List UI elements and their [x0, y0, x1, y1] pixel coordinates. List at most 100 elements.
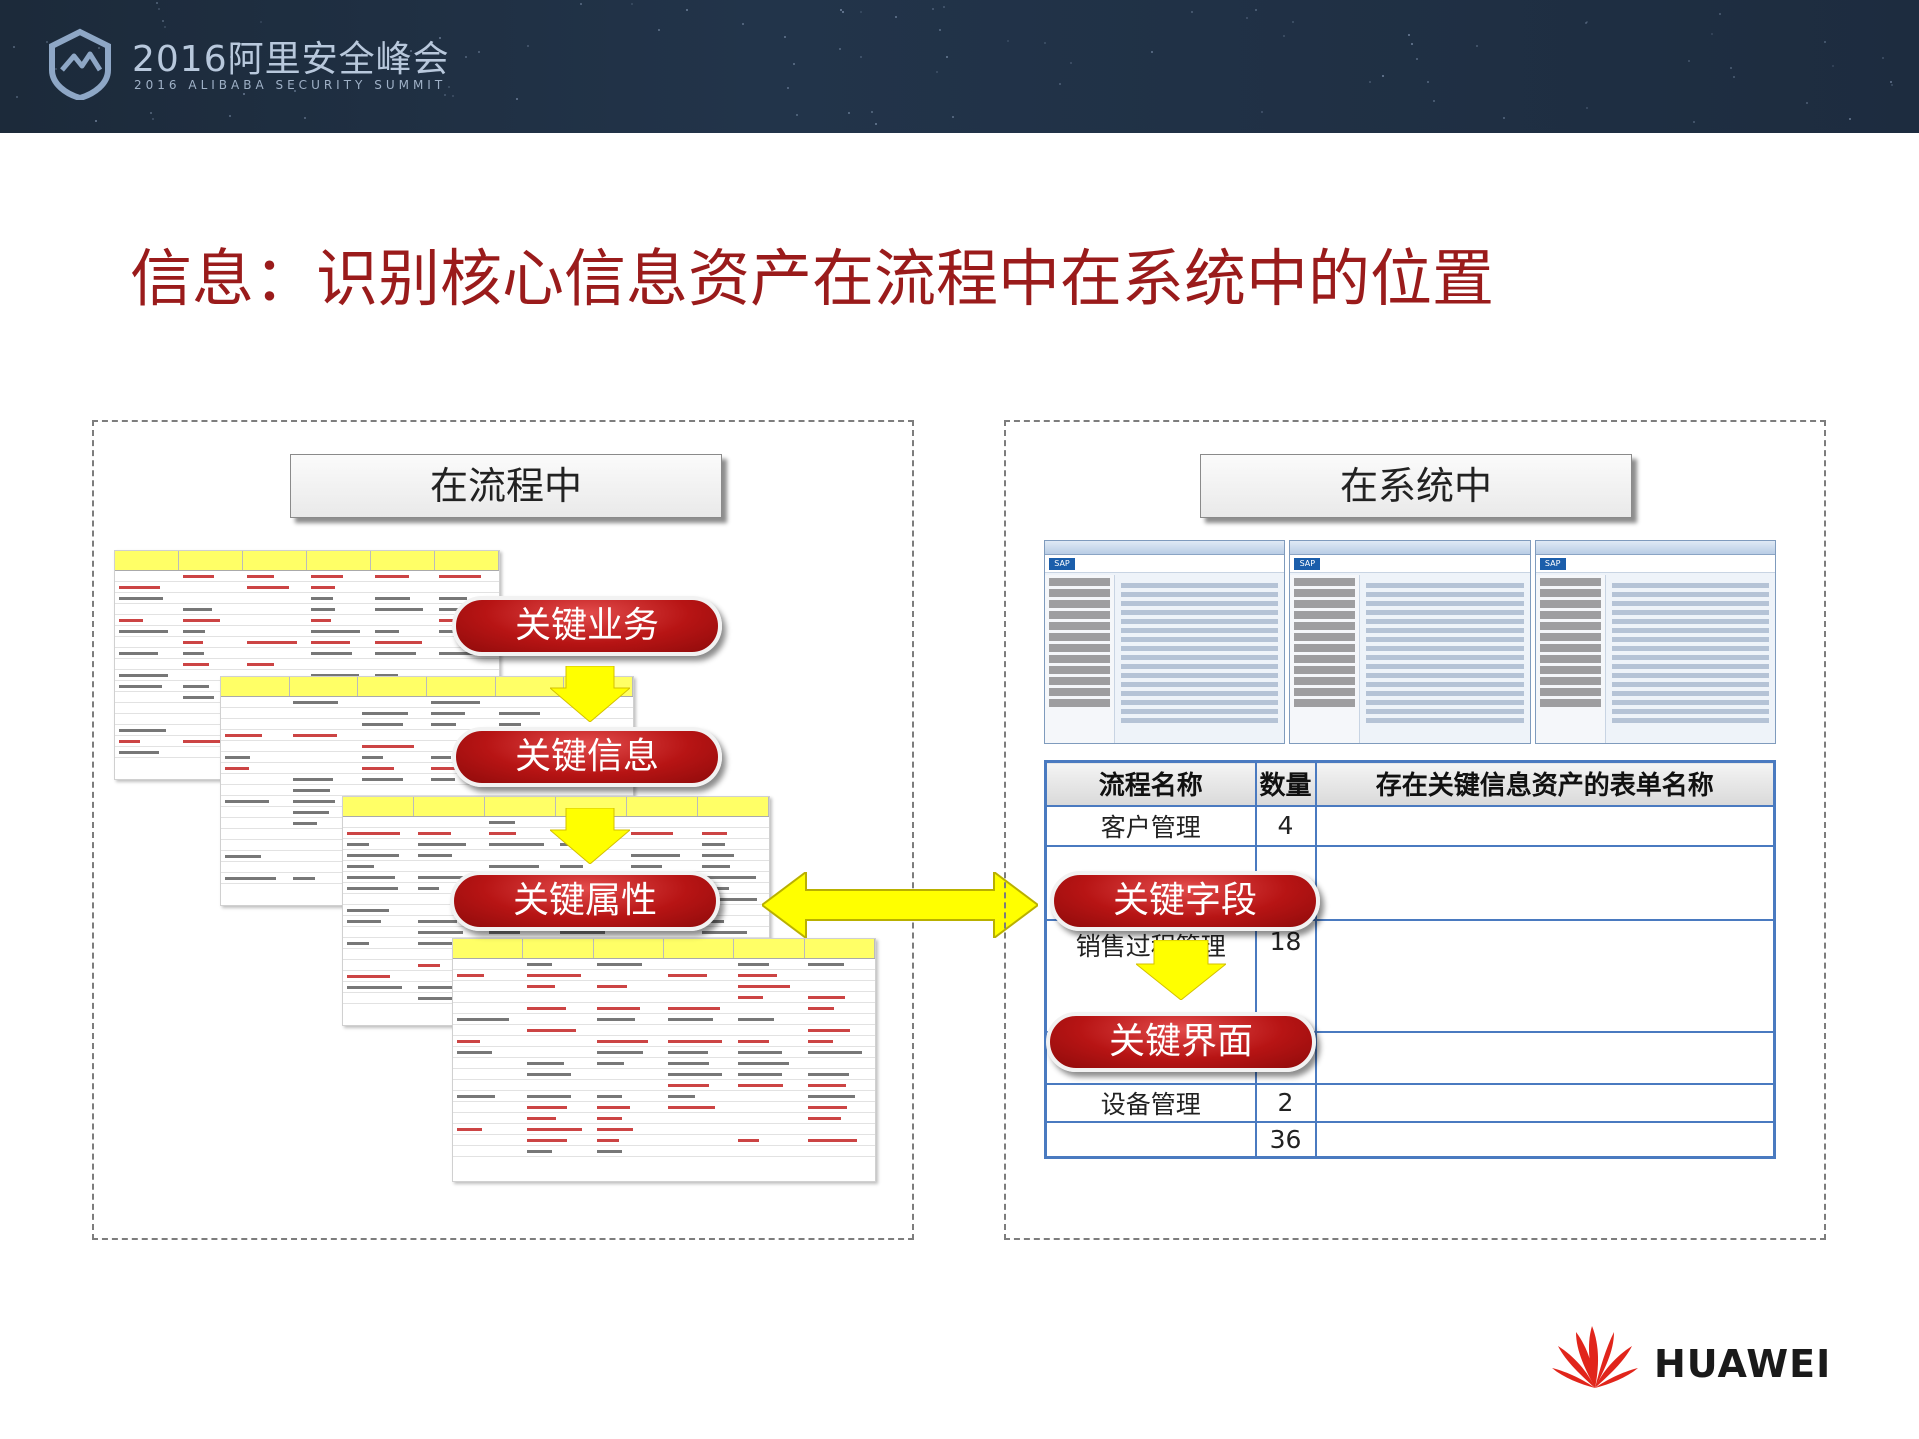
summit-title: 2016阿里安全峰会	[132, 39, 450, 80]
header-star	[658, 29, 660, 31]
header-star	[875, 123, 877, 125]
header-star	[452, 95, 454, 97]
header-star	[294, 90, 296, 92]
sheet-row	[115, 626, 499, 637]
header-star	[162, 20, 164, 22]
sheet-row	[343, 828, 769, 839]
key-interface-pill: 关键界面	[1046, 1012, 1316, 1072]
cell-count: 2	[1254, 1082, 1317, 1123]
header-star	[943, 6, 945, 8]
sheet-row	[453, 1102, 875, 1113]
sheet-row	[115, 659, 499, 670]
sheet-row	[453, 959, 875, 970]
header-star	[1246, 17, 1248, 19]
header-star	[410, 50, 412, 52]
header-star	[95, 120, 97, 122]
header-star	[1408, 34, 1410, 36]
sheet-row	[453, 1124, 875, 1135]
cell-forms	[1314, 804, 1776, 847]
sheet-row	[453, 1047, 875, 1058]
sheet-row	[343, 927, 769, 938]
process-panel-label: 在流程中	[290, 454, 722, 518]
system-panel	[1004, 420, 1826, 1240]
sheet-row	[453, 992, 875, 1003]
header-star	[1586, 21, 1588, 23]
header-star	[527, 45, 529, 47]
sheet-row	[453, 1146, 875, 1157]
cell-forms	[1314, 918, 1776, 1033]
header-star	[1882, 57, 1884, 59]
cell-count: 4	[1254, 804, 1317, 847]
header-process-name: 流程名称	[1044, 760, 1257, 807]
header-star	[631, 3, 633, 5]
sap-window: SAP	[1044, 540, 1286, 744]
sheet-row	[453, 970, 875, 981]
sheet-row	[453, 1113, 875, 1124]
sheet-row	[221, 719, 633, 730]
summit-subtitle: 2016 ALIBABA SECURITY SUMMIT	[134, 78, 447, 92]
header-star	[1433, 100, 1435, 102]
header-star	[1369, 81, 1371, 83]
header-star	[839, 48, 841, 50]
header-star	[1255, 9, 1257, 11]
sheet-row	[453, 1003, 875, 1014]
header-star	[932, 8, 934, 10]
process-sheet-4	[452, 938, 876, 1182]
table-row: 设备管理 2	[1044, 1082, 1776, 1123]
sheet-row	[115, 593, 499, 604]
sap-window: SAP	[1534, 540, 1776, 744]
header-star	[1891, 84, 1893, 86]
down-arrow-icon	[550, 666, 630, 722]
header-star	[1151, 51, 1153, 53]
header-star	[842, 11, 844, 13]
sap-screenshots: SAP SAP SAP	[1044, 540, 1776, 744]
header-star	[13, 46, 15, 48]
header-star	[1719, 13, 1721, 15]
key-attribute-pill: 关键属性	[450, 871, 720, 931]
cell-count: 36	[1254, 1120, 1317, 1159]
header-star	[55, 68, 57, 70]
key-information-pill: 关键信息	[452, 727, 722, 787]
header-star	[46, 41, 48, 43]
cell-process-name: 客户管理	[1044, 804, 1257, 847]
header-star	[1059, 83, 1061, 85]
header-star	[229, 115, 231, 117]
header-form-names: 存在关键信息资产的表单名称	[1314, 760, 1776, 807]
header-star	[16, 96, 18, 98]
header-star	[426, 49, 428, 51]
key-field-pill: 关键字段	[1050, 871, 1320, 931]
header-star	[516, 98, 518, 100]
sheet-row	[453, 1014, 875, 1025]
header-star	[787, 87, 789, 89]
sheet-row	[221, 785, 633, 796]
header-star	[1711, 33, 1713, 35]
header-star	[1382, 75, 1384, 77]
header-star	[742, 23, 744, 25]
sheet-row	[115, 648, 499, 659]
page-title: 信息：识别核心信息资产在流程中在系统中的位置	[130, 242, 1495, 315]
header-star	[208, 61, 210, 63]
down-arrow-icon	[550, 808, 630, 864]
sheet-row	[453, 1069, 875, 1080]
header-star	[1427, 81, 1429, 83]
sheet-row	[453, 1135, 875, 1146]
sheet-row	[115, 571, 499, 582]
sheet-row	[453, 1080, 875, 1091]
header-star	[444, 94, 446, 96]
header-star	[936, 71, 938, 73]
header-star	[1292, 21, 1294, 23]
header-star	[1416, 58, 1418, 60]
header-count: 数量	[1254, 760, 1317, 807]
header-star	[1191, 11, 1193, 13]
header-star	[361, 53, 363, 55]
header-star	[164, 26, 166, 28]
cell-process-name	[1044, 1120, 1257, 1159]
sheet-row	[453, 1091, 875, 1102]
header-star	[848, 112, 850, 114]
header-star	[1688, 60, 1690, 62]
header-star	[152, 118, 154, 120]
sheet-row	[221, 730, 633, 741]
sheet-row	[453, 1058, 875, 1069]
sheet-row	[115, 637, 499, 648]
